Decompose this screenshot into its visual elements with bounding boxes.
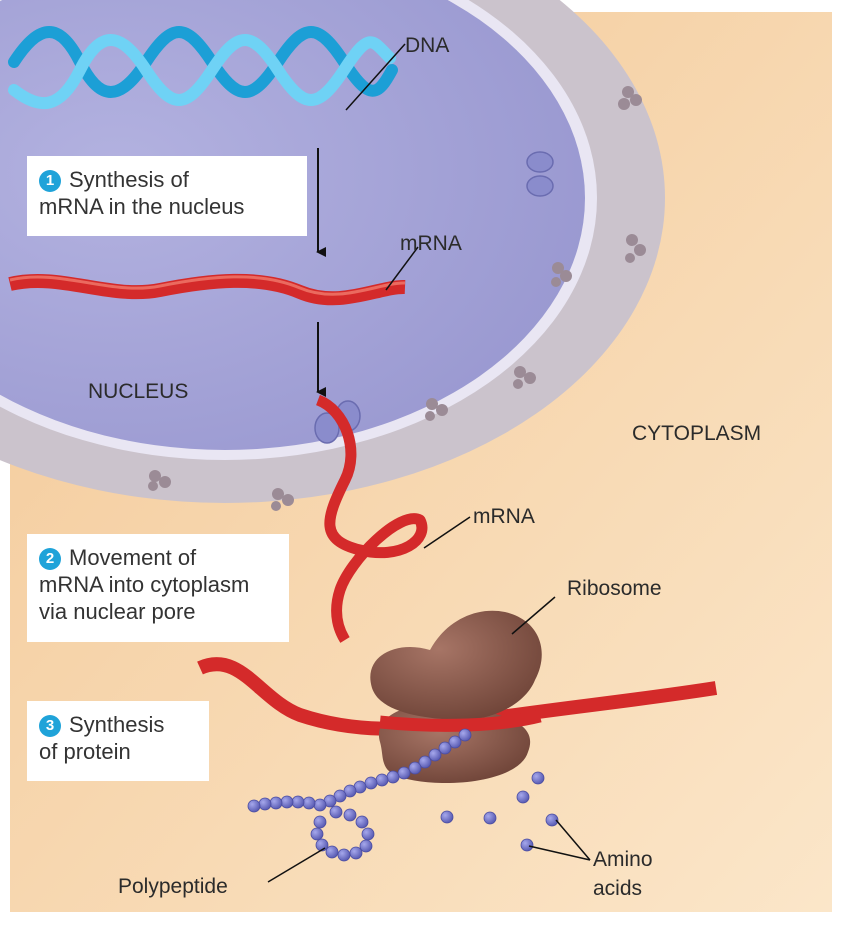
leader-lines bbox=[267, 43, 591, 883]
mrna-strand-nucleus bbox=[8, 273, 406, 306]
step-1-badge: 1 bbox=[39, 170, 61, 192]
label-polypeptide: Polypeptide bbox=[118, 875, 228, 898]
nuclear-pore-upper bbox=[526, 151, 554, 197]
amino-acids bbox=[440, 771, 559, 852]
step-2-line-2: mRNA into cytoplasm bbox=[39, 572, 250, 597]
label-amino-acids-line2: acids bbox=[593, 877, 642, 900]
polypeptide-chain bbox=[247, 728, 472, 862]
label-mrna-nucleus: mRNA bbox=[400, 232, 462, 255]
step-2-line-1: Movement of bbox=[69, 545, 197, 570]
label-nucleus: NUCLEUS bbox=[88, 380, 188, 403]
dna-helix bbox=[8, 26, 398, 110]
step-1-line-2: mRNA in the nucleus bbox=[39, 194, 245, 219]
step-1-callout: 1 Synthesis of mRNA in the nucleus bbox=[27, 156, 307, 236]
step-1-line-1: Synthesis of bbox=[69, 167, 189, 192]
label-cytoplasm: CYTOPLASM bbox=[632, 422, 761, 445]
label-amino-acids-line1: Amino bbox=[593, 848, 653, 871]
label-mrna-cytoplasm: mRNA bbox=[473, 505, 535, 528]
step-2-badge: 2 bbox=[39, 548, 61, 570]
step-2-callout: 2 Movement of mRNA into cytoplasm via nuc… bbox=[27, 534, 289, 642]
step-3-line-2: of protein bbox=[39, 739, 131, 764]
label-ribosome: Ribosome bbox=[567, 577, 662, 600]
step-3-callout: 3 Synthesis of protein bbox=[27, 701, 209, 781]
step-3-badge: 3 bbox=[39, 715, 61, 737]
mrna-ribbon-cytoplasm bbox=[315, 394, 428, 643]
envelope-particles bbox=[148, 86, 646, 511]
label-dna: DNA bbox=[405, 34, 449, 57]
step-3-line-1: Synthesis bbox=[69, 712, 165, 737]
step-2-line-3: via nuclear pore bbox=[39, 599, 196, 624]
